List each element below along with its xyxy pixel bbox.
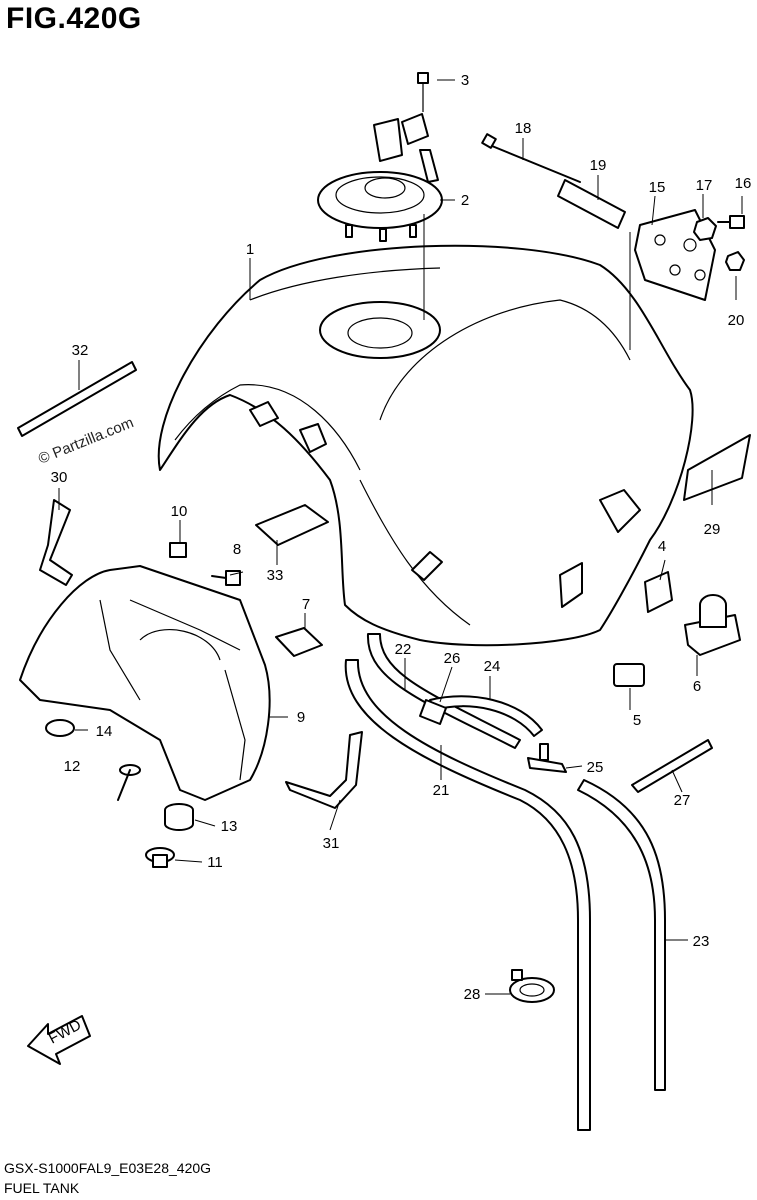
fuel-cap[interactable] (317, 113, 443, 242)
callout-24: 24 (484, 658, 501, 675)
callout-3: 3 (461, 72, 469, 89)
model-code: GSX-S1000FAL9_E03E28_420G (4, 1160, 212, 1176)
clamp-28[interactable] (509, 969, 555, 1003)
joint-25[interactable] (527, 743, 567, 773)
callout-10: 10 (171, 503, 188, 520)
bolt-8[interactable] (211, 570, 241, 586)
cover-9[interactable] (19, 565, 271, 801)
callout-labels: 1 2 3 4 5 6 7 8 9 10 11 12 13 14 15 16 1… (51, 72, 752, 1003)
hose-23[interactable] (577, 779, 666, 1091)
fwd-arrow-icon: FWD (27, 1015, 91, 1065)
grommet-14[interactable] (45, 719, 75, 737)
hose-24[interactable] (429, 695, 543, 737)
callout-32: 32 (72, 342, 89, 359)
callout-13: 13 (221, 818, 238, 835)
callout-8: 8 (233, 541, 241, 558)
nut-20[interactable] (725, 251, 745, 271)
callout-16: 16 (735, 175, 752, 192)
callout-15: 15 (649, 179, 666, 196)
callout-31: 31 (323, 835, 340, 852)
strip-32[interactable] (17, 361, 137, 437)
sensor-4[interactable] (644, 571, 673, 613)
leader-lines (58, 79, 743, 995)
bolt-16[interactable] (717, 215, 745, 229)
collar-11[interactable] (145, 847, 175, 868)
callout-28: 28 (464, 986, 481, 1003)
mat-29[interactable] (683, 434, 751, 501)
callout-9: 9 (297, 709, 305, 726)
hose-22[interactable] (366, 633, 521, 749)
clip-10[interactable] (169, 542, 187, 558)
hose-21[interactable] (344, 659, 591, 1131)
callout-30: 30 (51, 469, 68, 486)
nut-17[interactable] (693, 217, 717, 241)
callout-4: 4 (658, 538, 666, 555)
figure-title: FIG.420G (6, 2, 142, 35)
fuel-tank[interactable] (157, 244, 694, 647)
callout-17: 17 (696, 177, 713, 194)
spacer-19[interactable] (557, 179, 626, 229)
callout-6: 6 (693, 678, 701, 695)
callout-26: 26 (444, 650, 461, 667)
callout-11: 11 (207, 854, 223, 871)
callout-25: 25 (587, 759, 604, 776)
callout-18: 18 (515, 120, 532, 137)
clamp-27[interactable] (631, 739, 713, 793)
callout-2: 2 (461, 192, 469, 209)
callout-1: 1 (246, 241, 254, 258)
callout-23: 23 (693, 933, 710, 950)
clamp-26[interactable] (419, 699, 447, 725)
screw-12[interactable] (117, 764, 141, 801)
bolt-3[interactable] (417, 72, 429, 112)
callout-21: 21 (433, 782, 450, 799)
callout-14: 14 (96, 723, 113, 740)
callout-5: 5 (633, 712, 641, 729)
clip-30[interactable] (39, 499, 73, 586)
figure-caption: FUEL TANK (4, 1180, 80, 1196)
cushion-5[interactable] (613, 663, 645, 687)
grommet-13[interactable] (164, 803, 194, 831)
callout-29: 29 (704, 521, 721, 538)
callout-22: 22 (395, 641, 412, 658)
callout-20: 20 (728, 312, 745, 329)
pad-33[interactable] (255, 504, 329, 546)
callout-33: 33 (267, 567, 284, 584)
rod-18[interactable] (481, 133, 581, 183)
callout-27: 27 (674, 792, 691, 809)
callout-7: 7 (302, 596, 310, 613)
cap-6[interactable] (684, 594, 741, 656)
pad-7[interactable] (275, 627, 323, 657)
callout-19: 19 (590, 157, 607, 174)
clamp-31[interactable] (285, 731, 363, 809)
callout-12: 12 (64, 758, 81, 775)
